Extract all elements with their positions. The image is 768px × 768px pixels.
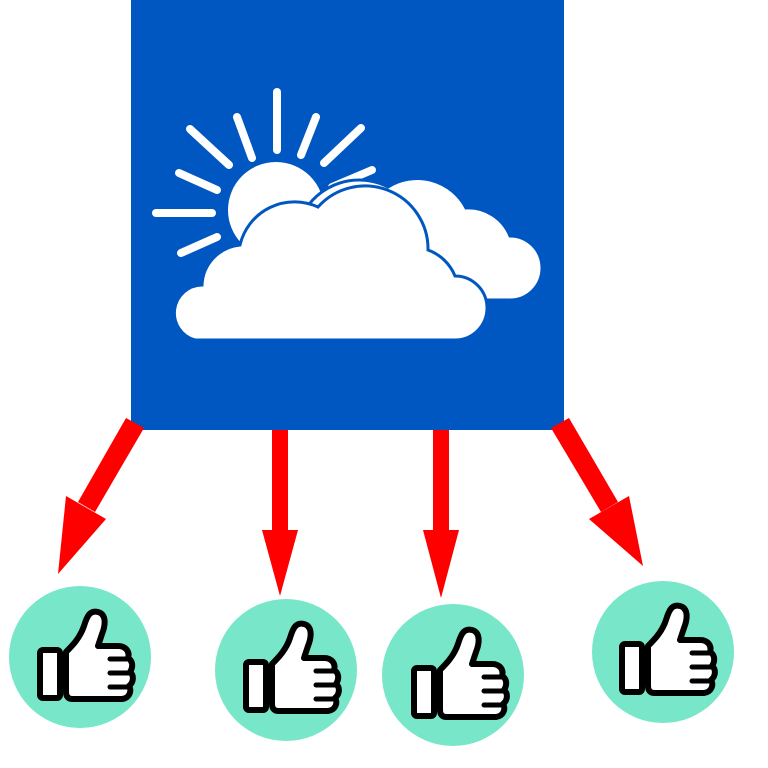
arrow-4: [551, 418, 643, 566]
target-node-3: [382, 604, 524, 746]
front-cloud: [172, 184, 489, 342]
target-node-2: [215, 599, 357, 741]
arrow-3: [423, 430, 459, 598]
arrow-2: [262, 430, 298, 596]
sun-behind-clouds-icon: [152, 88, 544, 342]
target-node-1: [9, 586, 151, 728]
connector-arrows: [58, 418, 643, 598]
source-weather-tile: [131, 0, 564, 430]
target-node-4: [592, 581, 734, 723]
arrow-1: [58, 418, 144, 574]
